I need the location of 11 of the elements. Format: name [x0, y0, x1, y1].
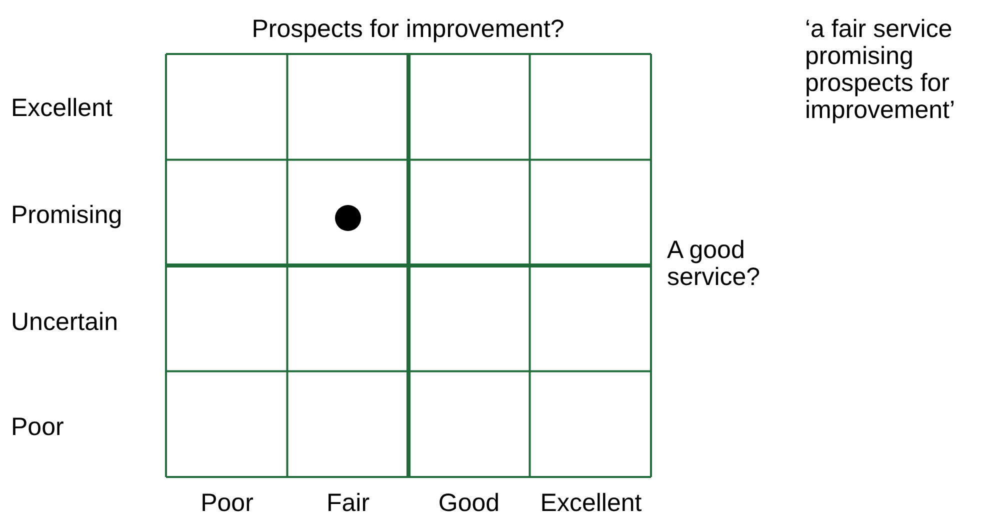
column-label: Good: [438, 490, 500, 516]
column-label: Poor: [200, 490, 254, 516]
row-label: Uncertain: [11, 309, 118, 336]
row-label: Promising: [11, 202, 122, 229]
column-label: Fair: [326, 490, 370, 516]
quote-note: ‘a fair service promising prospects for improvement’: [805, 16, 956, 124]
row-label: Excellent: [11, 95, 112, 122]
axis-label: A good service?: [667, 237, 762, 291]
chart-title: Prospects for improvement?: [252, 16, 564, 43]
column-label: Excellent: [540, 490, 642, 516]
row-label: Poor: [11, 414, 64, 441]
